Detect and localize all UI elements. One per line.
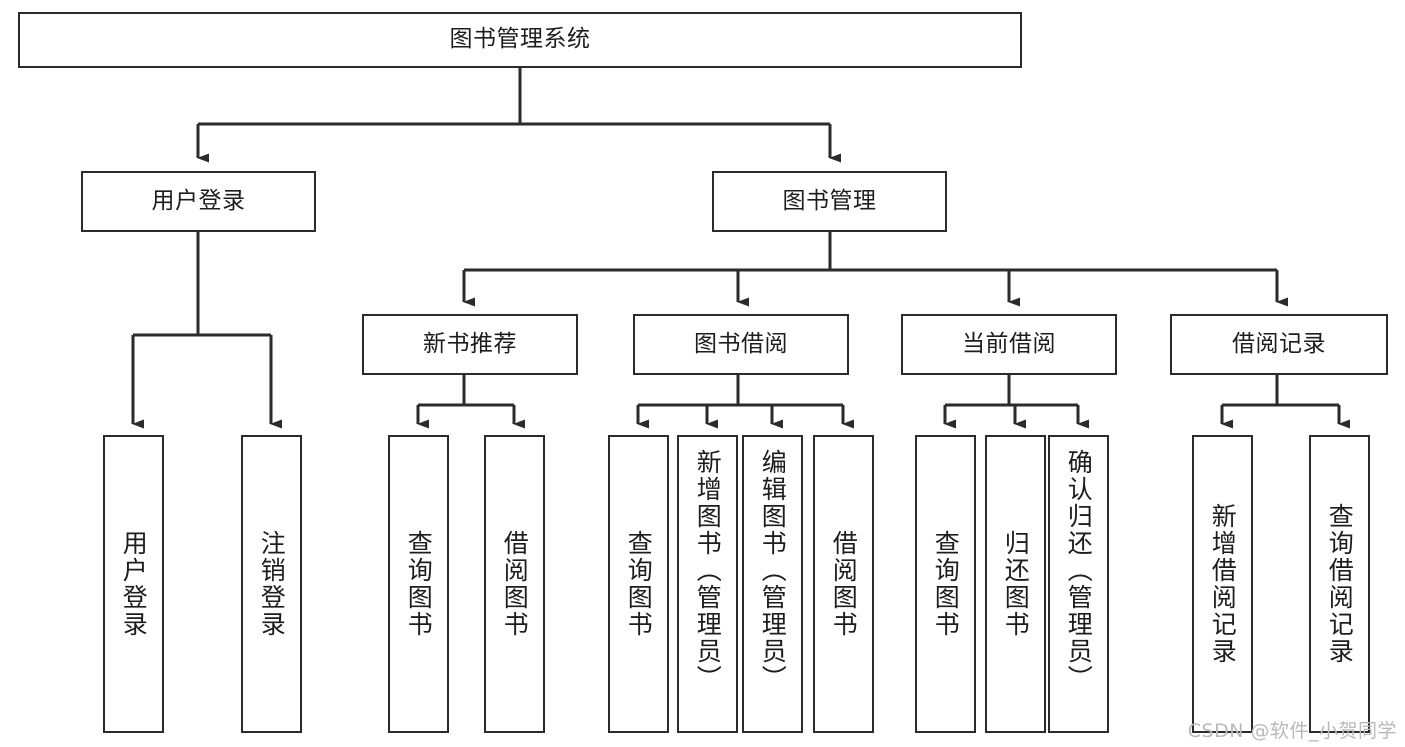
node-current-borrow[interactable]: 当前借阅 xyxy=(901,314,1117,375)
node-leaf-edit-book[interactable]: 编辑图书（管理员） xyxy=(742,435,803,733)
node-user-login-label: 用户登录 xyxy=(151,187,246,214)
node-root-label: 图书管理系统 xyxy=(449,26,591,53)
node-borrow-record[interactable]: 借阅记录 xyxy=(1170,314,1388,375)
node-leaf-logout-login-label: 注销登录 xyxy=(257,530,287,638)
node-leaf-borrow-book-2-label: 借阅图书 xyxy=(829,530,859,638)
node-leaf-add-book[interactable]: 新增图书（管理员） xyxy=(677,435,738,733)
node-leaf-user-login[interactable]: 用户登录 xyxy=(103,435,164,733)
node-leaf-query-book-1[interactable]: 查询图书 xyxy=(388,435,449,733)
node-book-borrow[interactable]: 图书借阅 xyxy=(633,314,849,375)
node-user-login[interactable]: 用户登录 xyxy=(81,171,316,232)
node-book-borrow-label: 图书借阅 xyxy=(694,330,788,357)
node-current-borrow-label: 当前借阅 xyxy=(962,330,1056,357)
node-leaf-return-book[interactable]: 归还图书 xyxy=(985,435,1046,733)
node-leaf-add-record[interactable]: 新增借阅记录 xyxy=(1192,435,1253,733)
node-leaf-borrow-book-1-label: 借阅图书 xyxy=(500,530,530,638)
node-book-management[interactable]: 图书管理 xyxy=(712,171,947,232)
node-leaf-confirm-return[interactable]: 确认归还（管理员） xyxy=(1048,435,1109,733)
node-borrow-record-label: 借阅记录 xyxy=(1232,330,1326,357)
node-root[interactable]: 图书管理系统 xyxy=(18,12,1022,68)
node-leaf-logout-login[interactable]: 注销登录 xyxy=(241,435,302,733)
node-leaf-query-book-3-label: 查询图书 xyxy=(931,530,961,638)
node-new-book-recommend[interactable]: 新书推荐 xyxy=(362,314,578,375)
node-leaf-add-record-label: 新增借阅记录 xyxy=(1208,503,1238,665)
node-new-book-recommend-label: 新书推荐 xyxy=(423,330,517,357)
node-leaf-query-record[interactable]: 查询借阅记录 xyxy=(1309,435,1370,733)
node-leaf-query-book-2-label: 查询图书 xyxy=(624,530,654,638)
node-leaf-query-book-1-label: 查询图书 xyxy=(404,530,434,638)
node-leaf-edit-book-label: 编辑图书（管理员） xyxy=(758,449,788,692)
node-book-management-label: 图书管理 xyxy=(782,187,877,214)
node-leaf-user-login-label: 用户登录 xyxy=(119,530,149,638)
node-leaf-return-book-label: 归还图书 xyxy=(1001,530,1031,638)
node-leaf-query-book-3[interactable]: 查询图书 xyxy=(915,435,976,733)
node-leaf-borrow-book-2[interactable]: 借阅图书 xyxy=(813,435,874,733)
node-leaf-borrow-book-1[interactable]: 借阅图书 xyxy=(484,435,545,733)
node-leaf-query-book-2[interactable]: 查询图书 xyxy=(608,435,669,733)
node-leaf-query-record-label: 查询借阅记录 xyxy=(1325,503,1355,665)
node-leaf-add-book-label: 新增图书（管理员） xyxy=(693,449,723,692)
node-leaf-confirm-return-label: 确认归还（管理员） xyxy=(1064,449,1094,692)
